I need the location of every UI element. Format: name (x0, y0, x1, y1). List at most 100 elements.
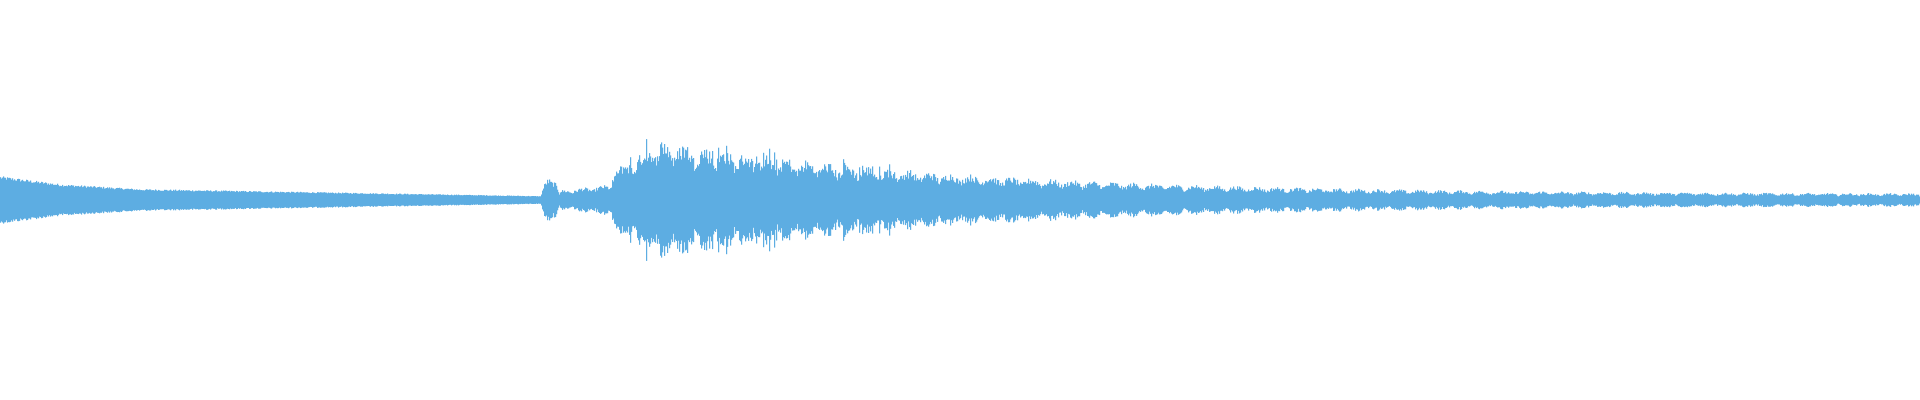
waveform-bar (1740, 194, 1742, 206)
waveform-bar (1232, 188, 1234, 212)
waveform-bar (434, 194, 436, 206)
waveform-bar (1219, 186, 1221, 214)
waveform-bar (762, 168, 764, 232)
waveform-bar (209, 191, 211, 209)
waveform-bar (1526, 191, 1528, 209)
waveform-bar (878, 179, 880, 221)
waveform-bar (968, 179, 970, 221)
waveform-bar (382, 193, 384, 207)
waveform-bar (1444, 190, 1446, 210)
waveform-bar (1772, 193, 1774, 207)
waveform-bar (1064, 183, 1066, 217)
waveform-bar (294, 192, 296, 208)
waveform-bar (896, 178, 898, 222)
waveform-bar (1243, 191, 1245, 209)
waveform-bar (34, 182, 36, 218)
waveform-bar (510, 195, 512, 205)
waveform-bar (1419, 192, 1421, 208)
waveform-bar (1860, 194, 1862, 206)
waveform-bar (1316, 189, 1318, 211)
waveform-bar (1349, 193, 1351, 207)
waveform-bar (1118, 186, 1120, 214)
waveform-bar (216, 190, 218, 210)
waveform-bar (1892, 194, 1894, 206)
waveform-bar (1826, 193, 1828, 207)
waveform-bar (973, 181, 975, 219)
waveform-bar (1056, 184, 1058, 216)
waveform-bar (129, 189, 131, 211)
waveform-bar (1377, 189, 1379, 211)
waveform-bar (1198, 186, 1200, 213)
waveform-bar (1896, 194, 1898, 206)
waveform-bar (882, 179, 884, 221)
waveform-bar (1228, 191, 1230, 209)
waveform-bar (1906, 194, 1908, 206)
waveform-bar (771, 169, 773, 231)
waveform-bar (1319, 189, 1321, 211)
waveform-bar (1418, 190, 1420, 210)
waveform-bar (41, 181, 43, 219)
waveform-bar (70, 185, 72, 215)
waveform-bar (1256, 188, 1258, 212)
waveform-bar (354, 193, 356, 207)
waveform-bar (1707, 192, 1709, 207)
waveform-bar (811, 168, 813, 232)
waveform-bar (533, 196, 535, 204)
waveform-bar (1735, 194, 1737, 206)
waveform-bar (1900, 195, 1902, 205)
waveform-bar (700, 155, 702, 245)
waveform-bar (1223, 190, 1225, 210)
waveform-bar (1570, 193, 1572, 207)
waveform-bar (1062, 188, 1064, 212)
waveform-bar (455, 195, 457, 205)
waveform-bar (413, 194, 415, 206)
waveform-bar (391, 194, 393, 206)
waveform-bar (221, 190, 223, 210)
waveform-bar (964, 183, 966, 217)
waveform-bar (1452, 194, 1454, 206)
waveform-bar (751, 158, 753, 242)
waveform-bar (804, 168, 806, 232)
waveform-bar (1651, 195, 1653, 205)
waveform-bar (389, 194, 391, 206)
waveform-bar (461, 195, 463, 205)
waveform-bar (530, 196, 532, 204)
waveform-bar (486, 195, 488, 205)
waveform-bar (717, 158, 719, 242)
waveform-bar (1045, 184, 1047, 216)
waveform-bar (14, 179, 16, 221)
waveform-bar (1013, 177, 1015, 223)
waveform-bar (50, 183, 52, 217)
waveform-bar (1268, 191, 1270, 209)
waveform-bar (1652, 193, 1654, 207)
waveform-bar (1831, 193, 1833, 207)
waveform-bar (696, 167, 698, 233)
waveform-bar (1332, 192, 1334, 208)
waveform-bar (293, 191, 295, 208)
waveform-bar (1266, 192, 1268, 208)
waveform-bar (554, 182, 556, 218)
waveform-bar (876, 177, 878, 223)
waveform-bar (1052, 184, 1054, 216)
waveform-bar (890, 171, 892, 229)
waveform-bar (1829, 194, 1831, 206)
waveform-bar (692, 158, 694, 242)
waveform-bar (1299, 188, 1301, 212)
waveform-bar (1303, 189, 1305, 211)
waveform-bar (741, 155, 743, 245)
waveform-bar (1427, 193, 1429, 207)
waveform-bar (1404, 190, 1406, 210)
waveform-bar (669, 151, 671, 249)
waveform-bar (101, 187, 103, 213)
waveform-bar (823, 169, 825, 231)
waveform-bar (1456, 191, 1458, 209)
waveform-bar (417, 194, 419, 206)
waveform-bar (1014, 178, 1016, 222)
waveform-bar (1506, 193, 1508, 207)
waveform-bar (437, 194, 439, 206)
waveform-bar (107, 187, 109, 213)
waveform-bar (522, 195, 524, 205)
waveform-bar (497, 196, 499, 205)
waveform-bar (1727, 194, 1729, 206)
waveform-bar (1155, 184, 1157, 216)
